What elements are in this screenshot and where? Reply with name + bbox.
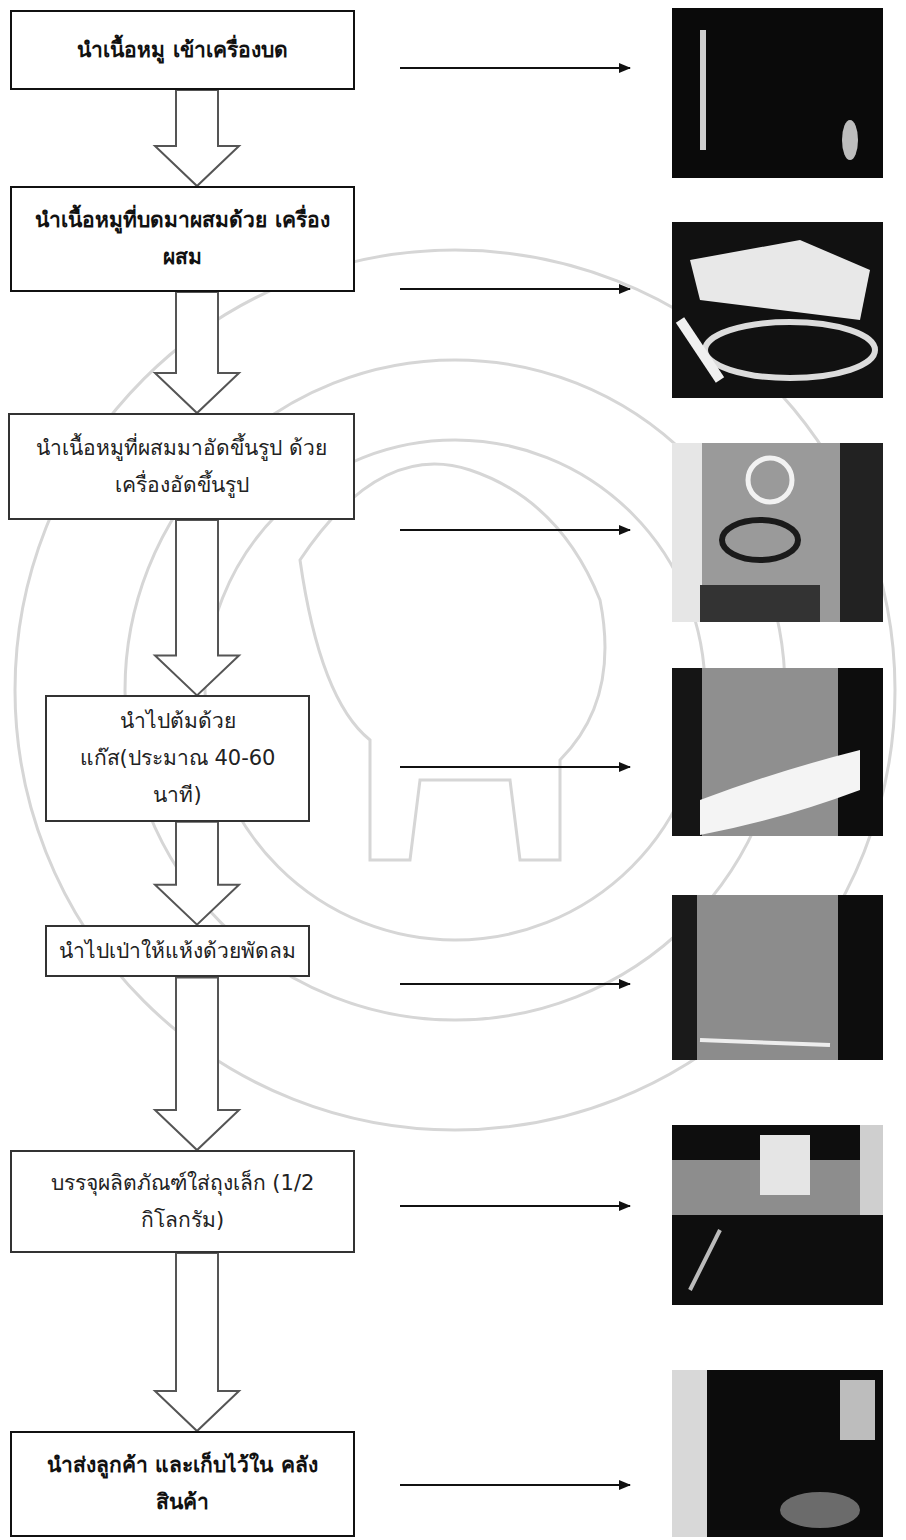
process-box: นำเนื้อหมูที่บดมาผสมด้วย เครื่องผสม bbox=[10, 186, 355, 292]
process-box: นำเนื้อหมูที่ผสมมาอัดขึ้นรูป ด้วยเครื่อง… bbox=[8, 413, 355, 520]
block-arrow bbox=[155, 977, 239, 1150]
step-text: นำเนื้อหมูที่ผสมมาอัดขึ้นรูป ด้วยเครื่อง… bbox=[20, 430, 343, 504]
photo bbox=[672, 668, 883, 836]
step-text: นำไปเป่าให้แห้งด้วยพัดลม bbox=[59, 933, 296, 970]
block-arrow bbox=[155, 90, 239, 186]
step-text: นำเนื้อหมูที่บดมาผสมด้วย เครื่องผสม bbox=[22, 202, 343, 276]
photo bbox=[672, 443, 883, 622]
process-box: นำส่งลูกค้า และเก็บไว้ใน คลังสินค้า bbox=[10, 1431, 355, 1537]
photo bbox=[672, 1125, 883, 1305]
photo bbox=[672, 1370, 883, 1537]
process-box: นำไปเป่าให้แห้งด้วยพัดลม bbox=[45, 925, 310, 978]
step-text: นำเนื้อหมู เข้าเครื่องบด bbox=[77, 32, 287, 69]
block-arrow bbox=[155, 822, 239, 925]
process-box: นำไปต้มด้วยแก๊ส(ประมาณ 40-60 นาที) bbox=[45, 695, 310, 821]
process-box: บรรจุผลิตภัณฑ์ใส่ถุงเล็ก (1/2 กิโลกรัม) bbox=[10, 1150, 355, 1253]
step-text: นำส่งลูกค้า และเก็บไว้ใน คลังสินค้า bbox=[22, 1447, 343, 1521]
photo bbox=[672, 222, 883, 398]
photo bbox=[672, 8, 883, 178]
process-box: นำเนื้อหมู เข้าเครื่องบด bbox=[10, 10, 355, 90]
block-arrow bbox=[155, 1253, 239, 1431]
block-arrow bbox=[155, 292, 239, 413]
step-text: นำไปต้มด้วยแก๊ส(ประมาณ 40-60 นาที) bbox=[57, 703, 298, 813]
step-text: บรรจุผลิตภัณฑ์ใส่ถุงเล็ก (1/2 กิโลกรัม) bbox=[22, 1165, 343, 1239]
photo bbox=[672, 895, 883, 1060]
block-arrow bbox=[155, 520, 239, 695]
leader-arrows bbox=[400, 68, 630, 1485]
